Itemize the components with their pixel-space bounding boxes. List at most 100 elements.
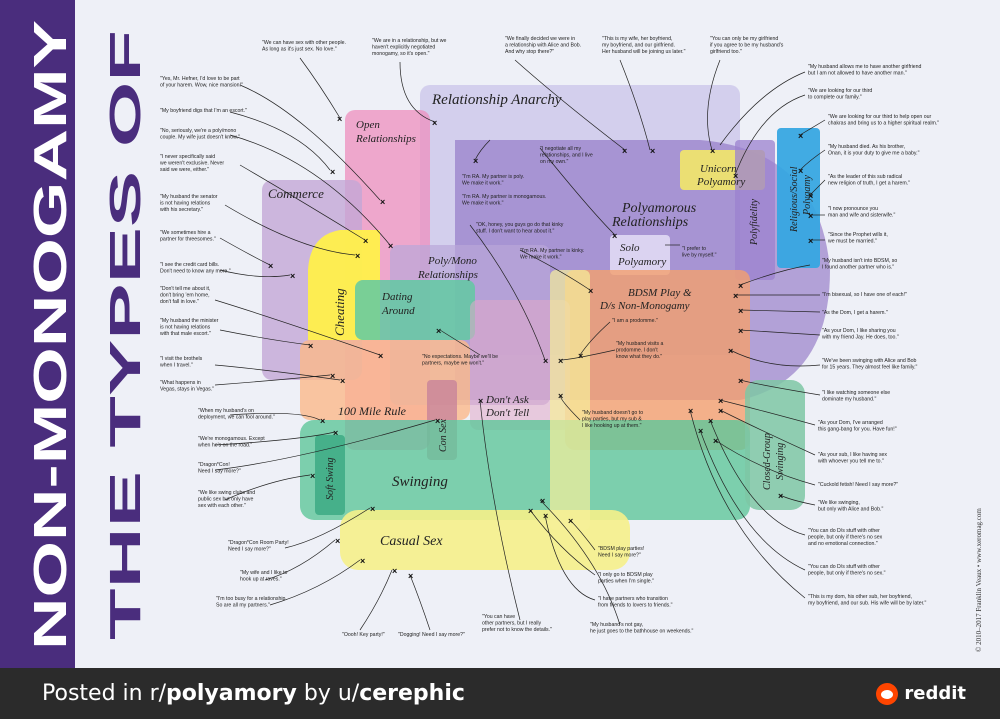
x-mark: × [738,376,743,386]
quote-25: "Dogging! Need I say more?" [398,632,465,638]
x-mark: × [340,376,345,386]
x-mark: × [713,436,718,446]
label-closed-group-2: Swinging [775,443,786,480]
title-line-1: THE TYPES OF [101,30,150,640]
x-mark: × [380,197,385,207]
quote-57: "We like swinging,but only with Alice an… [818,500,883,513]
label-unicorn-1: Unicorn [700,163,737,175]
label-bdsm-2: D/s Non-Monogamy [599,300,690,312]
label-open-relationships-2: Relationships [355,133,416,145]
footer-by: by u/ [296,681,360,706]
x-mark: × [436,326,441,336]
label-dont-ask-2: Don't Tell [485,407,529,419]
label-closed-group-1: Closed-Group [762,433,773,490]
copyright: © 2010–2017 Franklin Veaux • www.xeromag… [975,508,983,652]
label-bdsm-1: BDSM Play & [628,287,692,299]
x-mark: × [733,291,738,301]
label-commerce: Commerce [268,186,324,201]
quote-19: "Dragon*Con!Need I say more?" [198,462,241,475]
x-mark: × [540,496,545,506]
x-mark: × [738,306,743,316]
regions [262,85,830,570]
x-mark: × [388,241,393,251]
main-title: THE TYPES OF [101,30,150,640]
x-mark: × [333,428,338,438]
x-mark: × [320,416,325,426]
quote-07: "My boyfriend digs that I'm an escort." [160,108,247,114]
x-mark: × [798,131,803,141]
x-mark: × [798,166,803,176]
quote-38: "BDSM play parties!Need I say more?" [598,546,644,559]
quote-24: "Oooh! Key party!" [342,632,385,638]
label-casual-sex: Casual Sex [380,534,443,549]
x-mark: × [330,167,335,177]
reddit-brand[interactable]: reddit [876,682,966,705]
quote-29: "I'm RA. My partner is monogamous.We mak… [462,194,546,207]
post-footer: Posted in r/polyamory by u/cerephic redd… [0,668,1000,719]
quote-13: "Don't tell me about it,don't bring 'em … [160,286,210,305]
title-band [0,0,75,668]
x-mark: × [718,396,723,406]
region-dating-around [355,280,475,340]
region-religious-polygamy [777,128,820,268]
x-mark: × [478,396,483,406]
quote-21: "Dragon*Con Room Party!Need I say more?" [228,540,289,553]
connector-lines [214,57,826,631]
quote-32: "I'm RA. My partner is kinky.We make it … [520,248,584,261]
post-attribution: Posted in r/polyamory by u/cerephic [42,681,465,706]
user-link[interactable]: cerephic [359,681,465,706]
x-mark: × [528,506,533,516]
x-mark: × [290,271,295,281]
x-mark: × [738,281,743,291]
x-mark: × [588,286,593,296]
x-mark: × [370,504,375,514]
x-mark: × [738,326,743,336]
label-religious-1: Religious/Social [789,166,800,233]
label-swinging: Swinging [392,474,448,490]
quote-44: "My husband died. As his brother,Onan, i… [828,144,920,157]
x-mark: × [808,211,813,221]
x-mark: × [688,406,693,416]
quote-34: "I am a prodomme." [612,318,658,324]
subreddit-link[interactable]: polyamory [166,681,297,706]
label-dont-ask-1: Don't Ask [485,394,530,406]
x-mark: × [335,536,340,546]
quote-56: "Cuckold fetish! Need I say more?" [818,482,898,488]
x-mark: × [432,118,437,128]
quote-23: "I'm too busy for a relationship.So are … [216,596,287,609]
region-solo-polyamory [610,235,670,275]
x-mark: × [363,236,368,246]
x-mark: × [733,171,738,181]
x-mark: × [408,571,413,581]
infographic: THE TYPES OF NON-MONOGAMY [0,0,1000,668]
x-mark: × [808,191,813,201]
region-bdsm [565,270,750,450]
